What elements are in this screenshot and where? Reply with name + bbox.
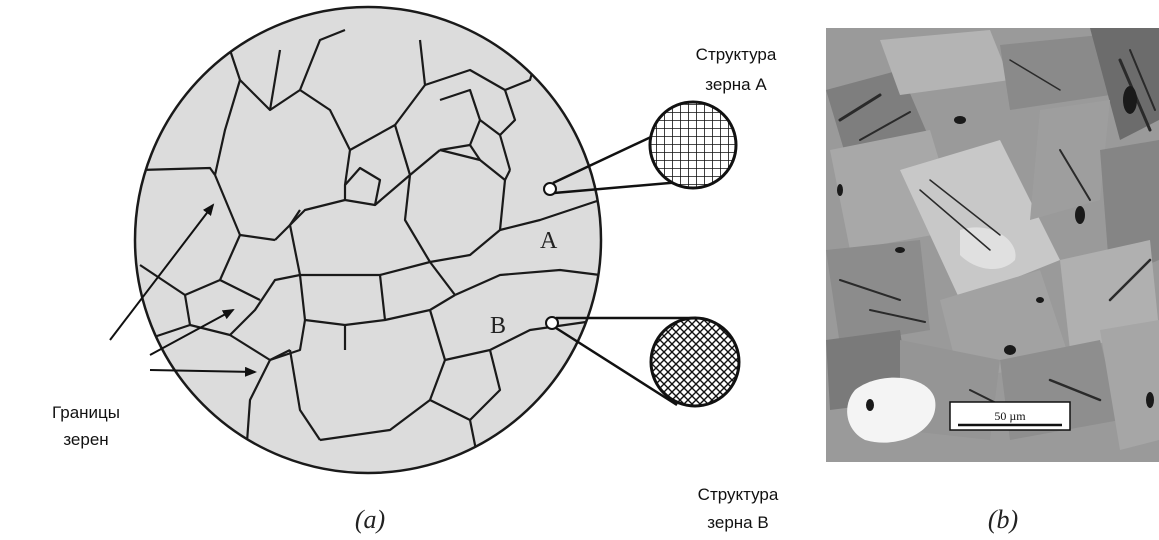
structure-a-label-line1: Структура (696, 45, 777, 64)
structure-b-label-line1: Структура (698, 485, 779, 504)
panel-a-caption: (a) (355, 505, 385, 534)
boundaries-label-line1: Границы (52, 403, 120, 422)
boundaries-label-line2: зерен (63, 430, 108, 449)
grain-b-label: B (490, 313, 506, 339)
panel-b-caption: (b) (988, 505, 1018, 534)
structure-b-label-line2: зерна В (707, 513, 768, 532)
grain-a-structure-circle (650, 102, 736, 188)
micrograph-image (826, 28, 1159, 462)
structure-a-label-line2: зерна А (705, 75, 767, 94)
panel-a: A B Границы зерен Структура зерна А Стру… (52, 7, 779, 534)
grain-a-label: A (540, 228, 558, 254)
panel-b: 50 µm (b) (826, 28, 1159, 534)
scale-bar-label: 50 µm (994, 409, 1026, 423)
grain-b-structure-circle (651, 318, 739, 406)
scale-bar: 50 µm (950, 402, 1070, 430)
